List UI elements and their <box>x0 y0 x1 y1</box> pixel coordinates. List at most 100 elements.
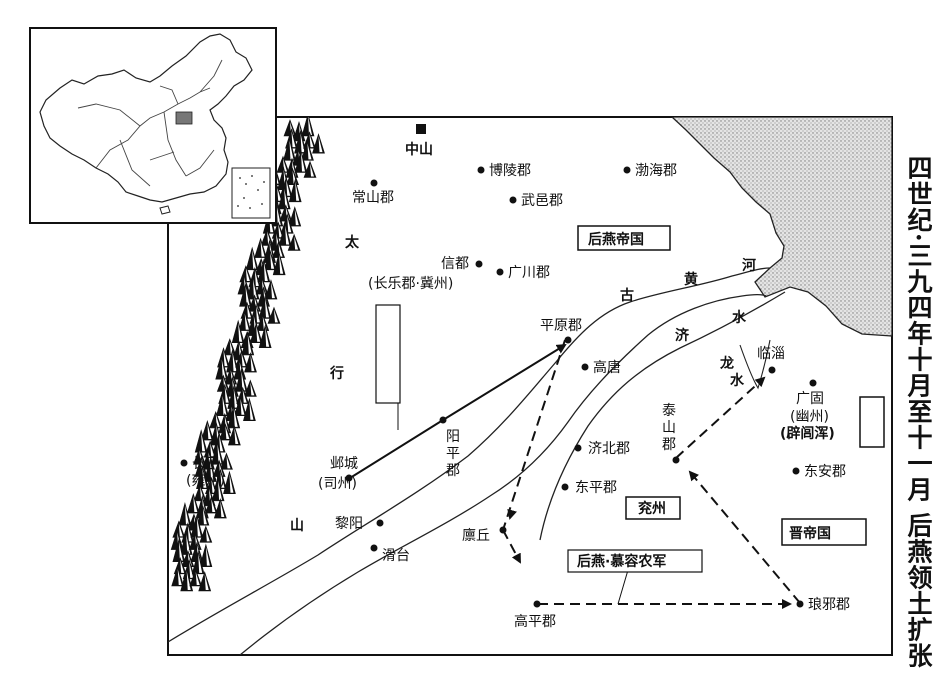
mountain-peak-highlight <box>221 359 226 379</box>
mountain-peak-highlight <box>222 395 227 415</box>
mountain-peak-highlight <box>286 179 291 196</box>
mountain-peak-highlight <box>295 181 300 201</box>
mountain-peak-highlight <box>250 382 255 396</box>
city-dot-jibei <box>574 444 582 452</box>
mountain-peak-highlight <box>249 400 254 420</box>
inset-china-outline <box>39 33 253 203</box>
city-dot-taishan <box>672 456 680 464</box>
mountain-peak-highlight <box>177 569 182 585</box>
city-dot-wuyi <box>509 196 517 204</box>
label-guanggu: 广固 <box>796 391 824 407</box>
mountain-peak-highlight <box>273 309 278 323</box>
mountain-peak-highlight <box>180 559 185 573</box>
ji-river <box>539 291 786 541</box>
label-huatai: 滑台 <box>382 547 410 564</box>
river-label-yellow-3: 河 <box>742 257 756 274</box>
mountain-label-3: 山 <box>290 518 304 534</box>
label-dongping: 东平郡 <box>575 480 617 496</box>
label-langya: 琅邪郡 <box>808 597 850 613</box>
inset-islands <box>237 175 265 209</box>
river-label-ji-1: 济 <box>675 327 690 344</box>
mountain-peak-highlight <box>241 371 246 391</box>
label-linqiu: 廪丘 <box>462 528 490 544</box>
mountain-peak-highlight <box>289 140 294 160</box>
city-dot-changzi <box>180 459 188 467</box>
mountain-peak-highlight <box>270 282 275 299</box>
mountain-peak-highlight <box>201 432 206 452</box>
label-jibei: 济北郡 <box>588 441 630 457</box>
region-box-qingzhou <box>859 396 885 448</box>
label-xindu: 信都 <box>441 256 469 272</box>
river-label-yellow-2: 黄 <box>684 271 698 288</box>
city-dot-dongping <box>561 483 569 491</box>
region-label-later-yan: 后燕帝国 <box>588 231 644 248</box>
campaign-routes <box>349 339 801 609</box>
city-dot-liyang <box>376 519 384 527</box>
mountain-peak-highlight <box>207 423 212 440</box>
label-guanggu-governor: (辟闾浑) <box>780 425 835 442</box>
region-box-later-yan <box>577 225 671 251</box>
label-pingyuan: 平原郡 <box>540 318 582 334</box>
mountain-peak-highlight <box>223 350 228 367</box>
mountain-peak-highlight <box>263 261 268 281</box>
city-dot-changshan <box>370 179 378 187</box>
mountain-peak-highlight <box>294 209 299 226</box>
mountain-label-1: 太 <box>345 234 360 251</box>
mountain-peak-highlight <box>178 541 183 561</box>
mountain-peak-highlight <box>284 188 289 208</box>
mountain-peak-highlight <box>220 501 225 518</box>
mountain-peak-highlight <box>245 286 250 306</box>
route-murong-nong-1 <box>502 339 566 531</box>
mountain-peak-highlight <box>219 435 224 452</box>
mountain-peak-highlight <box>285 225 290 245</box>
ancient-yellow-river-south-bank <box>239 293 767 655</box>
city-dot-huatai <box>370 544 378 552</box>
city-dot-dongan <box>792 467 800 475</box>
mountain-peak-highlight <box>210 443 215 457</box>
mountain-peak-highlight <box>193 496 198 513</box>
mountain-peak-highlight <box>265 327 270 347</box>
route-murong-nong-6 <box>675 376 766 459</box>
city-dot-pingyuan <box>564 336 572 344</box>
mountain-peak-highlight <box>241 353 246 367</box>
mountain-peak-highlight <box>205 546 210 566</box>
long-river <box>739 339 771 390</box>
mountain-peak-highlight <box>178 523 183 537</box>
mountain-peak-highlight <box>309 134 314 148</box>
mountain-peak-highlight <box>217 444 222 464</box>
inset-hainan <box>159 205 171 215</box>
mountain-peak-highlight <box>256 325 261 342</box>
mountain-peak-highlight <box>252 249 257 269</box>
mountain-peak-highlight <box>287 216 292 233</box>
city-dot-yecheng <box>345 474 353 482</box>
region-box-jin <box>781 518 867 546</box>
label-changzi-note: (雍州) <box>186 473 225 489</box>
city-dot-bohai <box>623 166 631 174</box>
region-box-yanzhou <box>625 496 681 520</box>
region-labels: 后燕帝国 晋帝国 兖州 <box>577 225 885 546</box>
city-dot-boling <box>477 166 485 174</box>
mountain-peak-highlight <box>307 143 312 160</box>
mountain-peak-highlight <box>308 117 312 135</box>
label-guanggu-note: (幽州) <box>790 409 829 425</box>
mountain-peak-highlight <box>318 136 323 153</box>
inset-south-sea-box <box>231 167 271 219</box>
mountain-peak-highlight <box>205 528 210 542</box>
mountain-peak-highlight <box>264 298 269 318</box>
mountain-peak-highlight <box>240 398 245 415</box>
mountain-peak-highlight <box>245 267 250 281</box>
label-bohai: 渤海郡 <box>635 163 677 179</box>
mountain-peak-highlight <box>246 304 251 318</box>
capital-label: 中山 <box>405 141 433 158</box>
mountain-peak-highlight <box>234 428 239 445</box>
mountain-peak-highlight <box>195 572 200 585</box>
campaign-labels: 后燕·慕容农军 <box>375 304 703 573</box>
mountain-peak-highlight <box>262 316 267 330</box>
mountain-peak-highlight <box>204 574 209 590</box>
label-liyang: 黎阳 <box>335 516 363 532</box>
label-guangchuan: 广川郡 <box>508 265 550 281</box>
mountain-peak-highlight <box>247 334 252 354</box>
city-dot-linzi <box>768 366 776 374</box>
city-markers <box>180 166 817 608</box>
mountain-peak-highlight <box>202 508 207 525</box>
